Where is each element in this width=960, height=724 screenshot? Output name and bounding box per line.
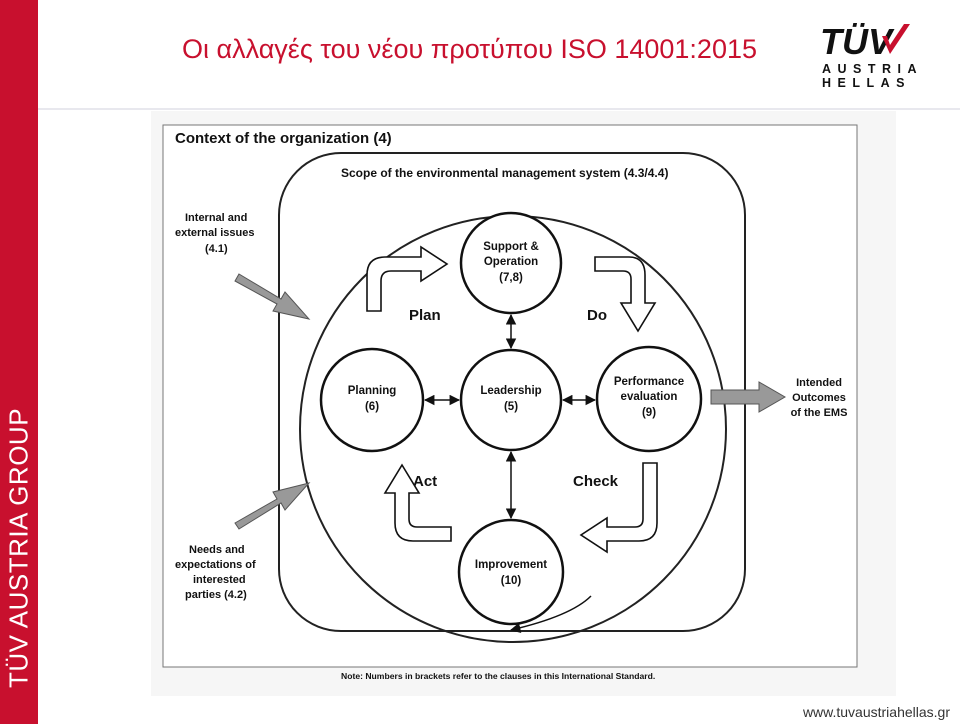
tuv-logo-mark: TÜV [820, 21, 910, 62]
node-planning [319, 347, 425, 453]
ems-pdca-diagram: Context of the organization (4) Scope of… [162, 124, 858, 681]
act-arrow-icon [383, 463, 452, 542]
tuv-logo: TÜV AUSTRIA HELLAS [818, 20, 918, 92]
leadership-line-2: (5) [504, 401, 518, 413]
connector-improvement-arc [509, 595, 592, 633]
needs-line-1: Needs and [189, 544, 245, 556]
brand-side-text: TÜV AUSTRIA GROUP [3, 407, 34, 689]
cycle-do-label: Do [587, 307, 607, 324]
outcomes-line-3: of the EMS [791, 407, 848, 419]
output-outcomes-arrow-icon [710, 381, 787, 413]
page-title: Οι αλλαγές του νέου προτύπου ISO 14001:2… [182, 34, 757, 64]
cycle-check-label: Check [573, 473, 619, 490]
scope-label: Scope of the environmental management sy… [341, 166, 668, 180]
planning-line-2: (6) [365, 401, 379, 413]
node-support-operation [459, 211, 563, 315]
tuv-check-mark-icon [882, 24, 910, 54]
footer-website: www.tuvaustriahellas.gr [802, 704, 950, 720]
logo-hellas: HELLAS [822, 76, 911, 90]
performance-line-2: evaluation [621, 391, 678, 403]
leadership-line-1: Leadership [480, 385, 541, 397]
cycle-act-label: Act [413, 473, 437, 490]
needs-line-3: interested [193, 574, 246, 586]
internal-issues-line-3: (4.1) [205, 243, 228, 255]
node-leadership [459, 348, 563, 452]
check-arrow-icon [579, 462, 658, 554]
internal-issues-line-1: Internal and [185, 212, 247, 224]
node-improvement [457, 518, 565, 626]
input-issues-arrow-icon [234, 273, 311, 320]
diagram-frame: Context of the organization (4) Scope of… [151, 111, 896, 696]
logo-austria: AUSTRIA [822, 62, 924, 76]
support-line-3: (7,8) [499, 272, 523, 284]
input-needs-arrow-icon [234, 482, 311, 530]
internal-issues-line-2: external issues [175, 227, 255, 239]
cycle-plan-label: Plan [409, 307, 441, 324]
needs-line-4: parties (4.2) [185, 589, 247, 601]
support-line-2: Operation [484, 256, 538, 268]
diagram-note: Note: Numbers in brackets refer to the c… [341, 671, 655, 681]
performance-line-3: (9) [642, 407, 656, 419]
improvement-line-1: Improvement [475, 559, 547, 571]
performance-line-1: Performance [614, 376, 684, 388]
planning-line-1: Planning [348, 385, 397, 397]
improvement-line-2: (10) [501, 575, 522, 587]
header-divider [38, 108, 960, 110]
context-label: Context of the organization (4) [175, 130, 392, 147]
brand-side-band: TÜV AUSTRIA GROUP [0, 0, 38, 724]
plan-arrow-icon [366, 245, 449, 312]
do-arrow-icon [594, 256, 657, 333]
outcomes-line-1: Intended [796, 377, 842, 389]
needs-line-2: expectations of [175, 559, 256, 571]
outcomes-line-2: Outcomes [792, 392, 846, 404]
tuv-logo-wordmark: TÜV [820, 21, 895, 62]
node-performance-evaluation [595, 345, 703, 453]
support-line-1: Support & [483, 241, 539, 253]
